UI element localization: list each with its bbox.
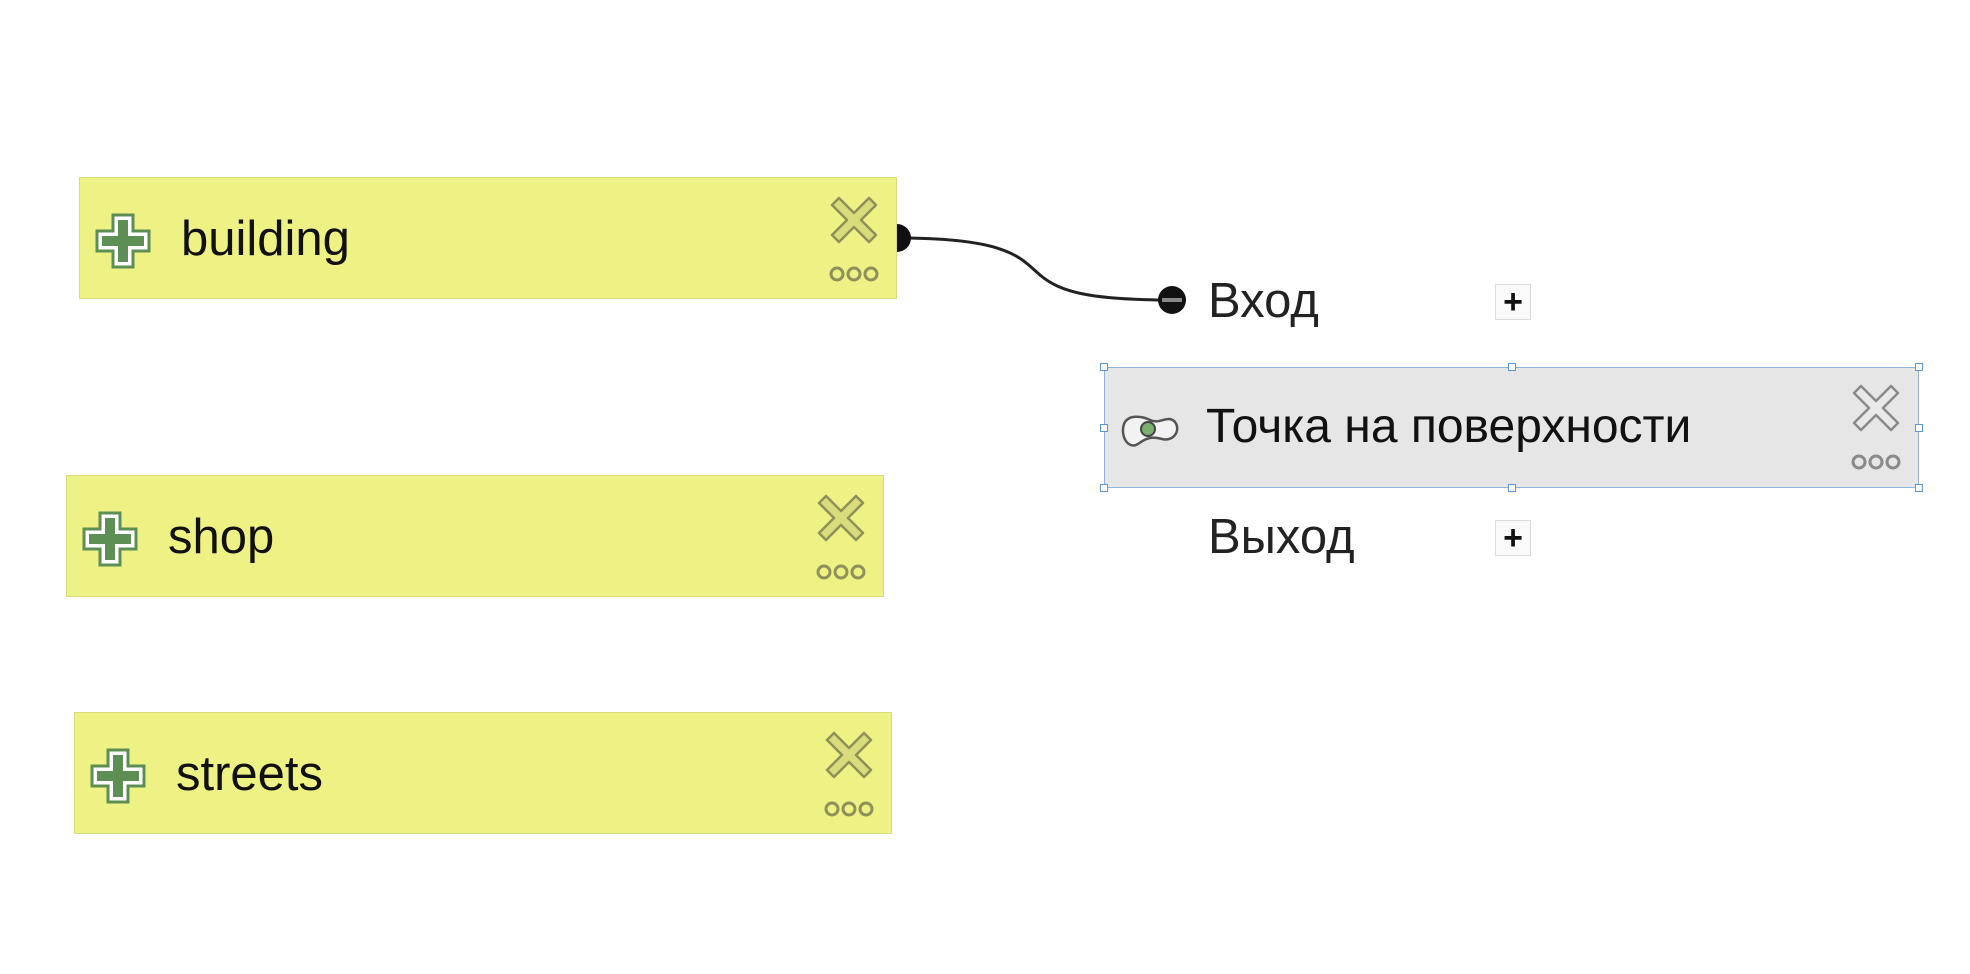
- resize-handle[interactable]: [1915, 363, 1923, 371]
- add-input-button[interactable]: +: [1495, 284, 1531, 320]
- resize-handle[interactable]: [1100, 424, 1108, 432]
- input-node-streets[interactable]: streets: [74, 712, 892, 834]
- resize-handle[interactable]: [1915, 484, 1923, 492]
- input-node-shop[interactable]: shop: [66, 475, 884, 597]
- more-options-icon[interactable]: [828, 264, 880, 284]
- input-node-building[interactable]: building: [79, 177, 897, 299]
- input-port-label: Вход: [1208, 274, 1319, 328]
- resize-handle[interactable]: [1915, 424, 1923, 432]
- more-options-icon[interactable]: [815, 562, 867, 582]
- more-options-icon[interactable]: [1850, 452, 1902, 472]
- node-label: Точка на поверхности: [1206, 400, 1692, 453]
- input-plus-icon: [90, 748, 146, 804]
- resize-handle[interactable]: [1508, 484, 1516, 492]
- more-options-icon[interactable]: [823, 799, 875, 819]
- resize-handle[interactable]: [1508, 363, 1516, 371]
- input-plus-icon: [82, 511, 138, 567]
- point-on-surface-icon: [1121, 415, 1179, 447]
- output-port-label: Выход: [1208, 510, 1355, 564]
- node-label: streets: [176, 747, 324, 801]
- resize-handle[interactable]: [1100, 484, 1108, 492]
- input-port-dot[interactable]: [1158, 286, 1186, 314]
- close-icon[interactable]: [823, 729, 875, 781]
- algorithm-node-point-on-surface[interactable]: Точка на поверхности: [1100, 363, 1923, 492]
- resize-handle[interactable]: [1100, 363, 1108, 371]
- node-label: building: [181, 212, 350, 266]
- add-output-button[interactable]: +: [1495, 520, 1531, 556]
- close-icon[interactable]: [815, 492, 867, 544]
- input-plus-icon: [95, 213, 151, 269]
- close-icon[interactable]: [1850, 382, 1902, 434]
- close-icon[interactable]: [828, 194, 880, 246]
- node-label: shop: [168, 510, 275, 564]
